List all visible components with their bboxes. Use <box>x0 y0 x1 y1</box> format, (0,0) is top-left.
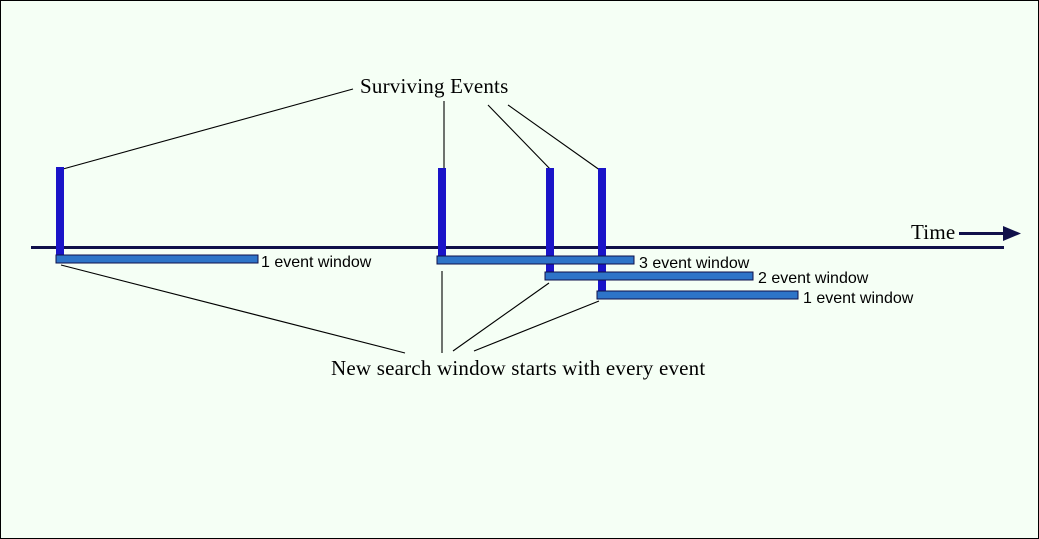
time-axis-label: Time <box>911 220 956 244</box>
window-label-1-event: 1 event window <box>261 254 372 271</box>
leader-line-caption-3 <box>452 282 550 352</box>
event-bar-2 <box>438 168 446 257</box>
window-bar-1 <box>55 254 259 264</box>
window-label-2-event: 2 event window <box>758 270 869 287</box>
time-arrow <box>959 226 1021 241</box>
window-bar-2 <box>436 255 635 265</box>
leader-line-title-1 <box>62 88 354 170</box>
window-label-3-event: 3 event window <box>639 255 750 272</box>
window-bars <box>55 254 799 300</box>
event-bar-1 <box>56 167 64 257</box>
event-bars <box>56 167 606 293</box>
event-bar-3 <box>546 168 554 273</box>
window-bar-3 <box>544 271 754 281</box>
leader-line-caption-4 <box>473 300 600 352</box>
window-bar-4 <box>596 290 799 300</box>
leader-lines-to-title <box>62 88 605 174</box>
leader-line-title-3 <box>487 104 553 172</box>
leader-line-title-4 <box>507 104 605 174</box>
page-title: Surviving Events <box>360 74 509 98</box>
window-label-1-event-last: 1 event window <box>803 290 914 307</box>
time-arrow-head <box>1003 226 1021 241</box>
leader-lines-to-caption <box>60 264 600 354</box>
diagram-caption: New search window starts with every even… <box>331 356 706 380</box>
event-bar-4 <box>598 168 606 293</box>
leader-line-caption-1 <box>60 264 406 354</box>
